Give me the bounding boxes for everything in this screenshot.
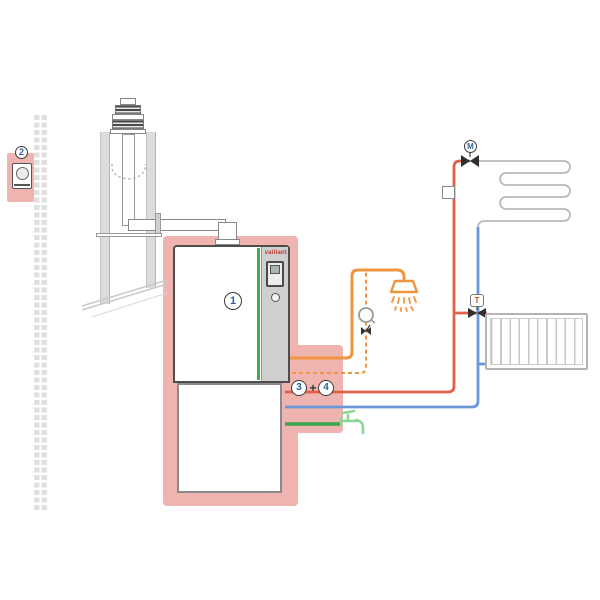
boiler-display-screen: [270, 265, 280, 274]
thermostatic-valve-icon: [468, 308, 477, 318]
boiler-control-knob: [271, 293, 280, 302]
motorized-valve-icon: [461, 155, 470, 167]
heating-return-pipe: [285, 227, 480, 409]
flue-boiler-collar: [215, 239, 240, 245]
flue-terminal-band-1: [115, 105, 141, 114]
label-boiler: 1: [224, 292, 242, 310]
label-thermostatic-valve: T: [470, 294, 484, 307]
storage-tank: [177, 383, 282, 493]
flue-horizontal-pipe: [128, 219, 226, 231]
thermostatic-valve-icon: [477, 308, 486, 318]
check-valve-handle: [365, 324, 371, 332]
heating-flow-pipe: [285, 159, 470, 394]
label-outdoor-sensor: 2: [15, 146, 28, 159]
outdoor-sensor-base-line: [14, 184, 30, 186]
radiator-fins: [490, 318, 583, 365]
flue-terminal-top: [120, 98, 136, 105]
flue-terminal-flange: [110, 129, 146, 134]
circulation-pump-icon: [358, 307, 374, 323]
dhw-circulation-pipe: [285, 271, 367, 374]
check-valve-icon: [361, 327, 366, 335]
label-connection-a: 3: [291, 380, 307, 396]
chimney-shaft-right-wall: [146, 132, 156, 288]
boiler-green-stripe: [257, 248, 260, 380]
shower-spray-icon: [391, 296, 417, 312]
shower-head-icon: [389, 279, 419, 294]
outdoor-sensor-dial: [15, 167, 29, 180]
radiator-icon: [485, 313, 588, 370]
motorized-valve-icon: [470, 155, 479, 167]
label-connection-plus: +: [309, 381, 317, 395]
check-valve-icon: [366, 327, 371, 335]
roof-line-1: [81, 279, 168, 307]
flue-support-bracket: [96, 233, 162, 237]
underfloor-heating-coil: [470, 160, 571, 228]
chimney-shaft-left-wall: [100, 132, 110, 304]
roof-line-2: [81, 283, 168, 311]
roof-line-3: [91, 292, 168, 318]
underfloor-junction-box: [442, 186, 455, 199]
circulation-pump-spout: [370, 319, 376, 324]
brand-logo: vaillant: [264, 250, 287, 256]
label-connection-b: 4: [318, 380, 334, 396]
dhw-hot-pipe: [283, 268, 406, 360]
water-tap-icon: [339, 409, 365, 435]
flue-terminal-mid: [112, 114, 144, 120]
flue-liner-bend: [111, 164, 146, 180]
flue-terminal-band-2: [112, 120, 144, 129]
label-motorized-valve: M: [464, 140, 477, 153]
exterior-brick-wall: [34, 115, 48, 512]
